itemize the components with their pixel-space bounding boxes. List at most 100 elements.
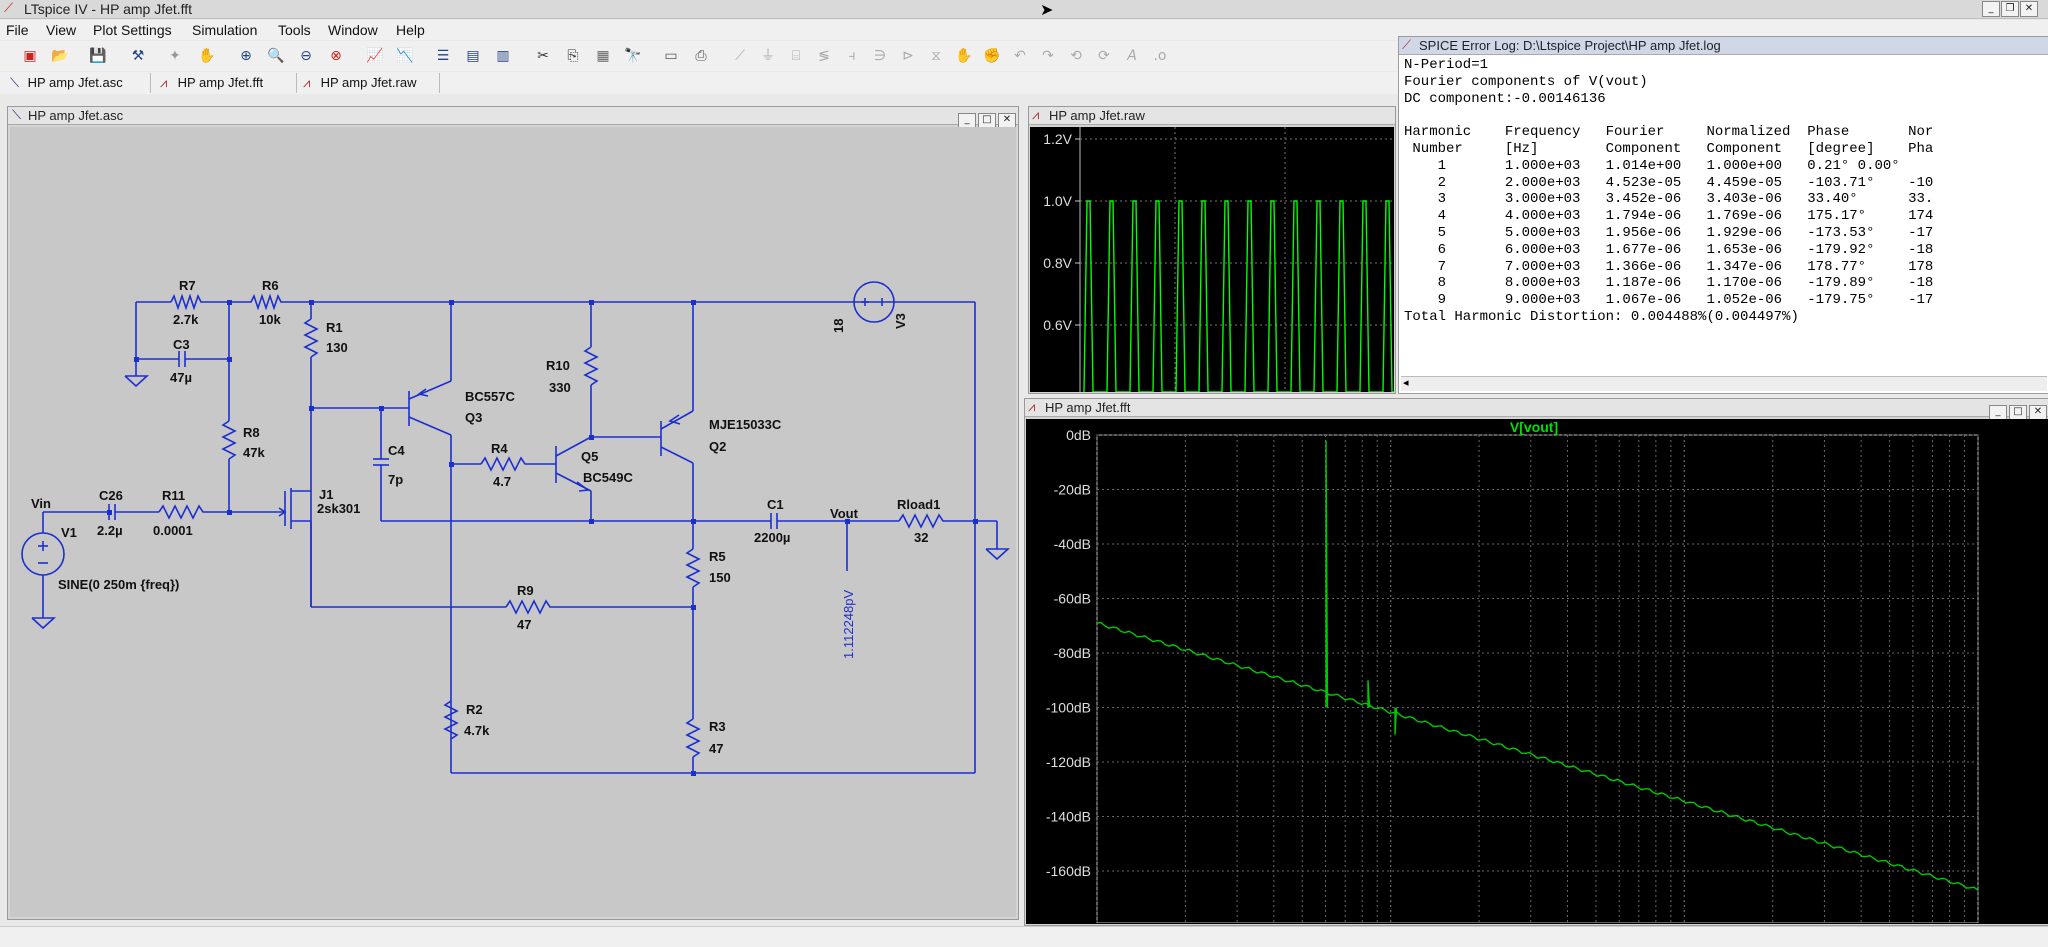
raw-y-tick-label: 0.8V bbox=[1043, 255, 1072, 271]
error-log-title: SPICE Error Log: D:\Ltspice Project\HP a… bbox=[1419, 38, 1721, 53]
find-icon[interactable]: 🔭 bbox=[624, 48, 642, 64]
copy-icon[interactable]: ⎘ bbox=[567, 48, 579, 64]
pick-visible-traces-icon[interactable]: 📉 bbox=[396, 48, 414, 64]
tile-vertical-icon[interactable]: ▤ bbox=[466, 48, 480, 64]
component-icon[interactable]: ⧖ bbox=[931, 48, 941, 64]
log-line: 7 7.000e+03 1.366e-06 1.347e-06 178.77° … bbox=[1437, 258, 1934, 275]
minimize-window-button[interactable]: _ bbox=[1982, 1, 2000, 17]
control-panel-icon[interactable]: ⚒ bbox=[131, 48, 145, 64]
restore-window-button[interactable]: ❐ bbox=[2001, 1, 2019, 17]
log-line: Harmonic Frequency Fourier Normalized Ph… bbox=[1404, 124, 1934, 141]
log-line: 4 4.000e+03 1.794e-06 1.769e-06 175.17° … bbox=[1437, 208, 1934, 225]
fft-y-tick-label: -140dB bbox=[1046, 809, 1091, 825]
fft-y-tick-label: -160dB bbox=[1046, 863, 1091, 879]
window-title: LTspice IV - HP amp Jfet.fft bbox=[24, 1, 193, 17]
run-icon[interactable]: ✦ bbox=[169, 48, 181, 64]
menu-window[interactable]: Window bbox=[328, 22, 378, 38]
c3-label: C3 bbox=[173, 337, 190, 352]
r2-value: 4.7k bbox=[464, 723, 490, 738]
r5-value: 150 bbox=[709, 570, 731, 585]
mouse-cursor-icon: ➤ bbox=[1040, 0, 1054, 19]
pan-icon[interactable]: 🔍 bbox=[267, 48, 285, 64]
scroll-left-icon[interactable]: ◂ bbox=[1403, 376, 1409, 389]
log-line: 5 5.000e+03 1.956e-06 1.929e-06 -173.53°… bbox=[1437, 224, 1934, 241]
tab-fft[interactable]: ⩘ HP amp Jfet.fft bbox=[160, 73, 297, 93]
schematic-canvas[interactable]: R7 2.7k R6 10k R1 130 C3 47µ R8 47k R10 … bbox=[10, 127, 1016, 917]
r7-value: 2.7k bbox=[173, 312, 199, 327]
maximize-button[interactable]: □ bbox=[978, 113, 996, 128]
horizontal-scrollbar[interactable]: ◂ bbox=[1401, 376, 2047, 391]
capacitor-icon[interactable]: ⫞ bbox=[848, 48, 856, 64]
open-folder-icon[interactable]: 📂 bbox=[51, 48, 69, 64]
zoom-in-icon[interactable]: ⊕ bbox=[240, 48, 252, 64]
undo-icon[interactable]: ↶ bbox=[1014, 48, 1026, 64]
zoom-fit-icon[interactable]: ⊗ bbox=[330, 48, 342, 64]
mirror-icon[interactable]: ⟳ bbox=[1098, 48, 1110, 64]
spice-directive-icon[interactable]: .o bbox=[1153, 48, 1167, 64]
r1-value: 130 bbox=[326, 340, 348, 355]
autorange-icon[interactable]: 📈 bbox=[366, 48, 384, 64]
fft-plot-canvas[interactable]: 0dB-20dB-40dB-60dB-80dB-100dB-120dB-140d… bbox=[1026, 419, 2048, 924]
menu-help[interactable]: Help bbox=[396, 22, 425, 38]
waveform-icon: ⩘ bbox=[1032, 108, 1040, 123]
close-window-button[interactable]: ✕ bbox=[2020, 1, 2038, 17]
close-button[interactable]: ✕ bbox=[2029, 405, 2047, 420]
drag-icon[interactable]: ✊ bbox=[983, 48, 1001, 64]
fft-trace-name[interactable]: V[vout] bbox=[1510, 419, 1558, 435]
v1-label: V1 bbox=[61, 525, 77, 540]
v3-value: 18 bbox=[831, 319, 846, 333]
halt-icon[interactable]: ✋ bbox=[198, 48, 216, 64]
cut-icon[interactable]: ✂ bbox=[537, 48, 549, 64]
menu-tools[interactable]: Tools bbox=[278, 22, 311, 38]
minimize-button[interactable]: _ bbox=[1989, 405, 2007, 420]
cascade-icon[interactable]: ▥ bbox=[496, 48, 510, 64]
fft-plot-window-title: HP amp Jfet.fft bbox=[1045, 400, 1131, 415]
r4-label: R4 bbox=[491, 441, 508, 456]
toolbar: ▣ 📂 💾 ⚒ ✦ ✋ ⊕ 🔍 ⊖ ⊗ 📈 📉 ☰ ▤ ▥ ✂ ⎘ ▦ 🔭 ▭ … bbox=[0, 41, 1400, 71]
resistor-icon[interactable]: ≶ bbox=[818, 48, 830, 64]
r6-label: R6 bbox=[262, 278, 279, 293]
menu-file[interactable]: File bbox=[6, 22, 29, 38]
minimize-button[interactable]: _ bbox=[958, 113, 976, 128]
schematic-drawing: R7 2.7k R6 10k R1 130 C3 47µ R8 47k R10 … bbox=[21, 278, 1011, 776]
schematic-window-caption: ⟍ HP amp Jfet.asc _□✕ bbox=[8, 107, 1018, 128]
print-icon[interactable]: ⎙ bbox=[695, 48, 707, 64]
paste-icon[interactable]: ▦ bbox=[596, 48, 610, 64]
close-button[interactable]: ✕ bbox=[998, 113, 1016, 128]
fft-y-tick-label: 0dB bbox=[1066, 427, 1091, 443]
rotate-icon[interactable]: ⟲ bbox=[1070, 48, 1082, 64]
fft-y-tick-label: -20dB bbox=[1054, 482, 1091, 498]
new-schematic-icon[interactable]: ▣ bbox=[23, 48, 37, 64]
tab-raw[interactable]: ⩘ HP amp Jfet.raw bbox=[303, 73, 440, 93]
schematic-window: ⟍ HP amp Jfet.asc _□✕ bbox=[7, 106, 1019, 920]
label-net-icon[interactable]: ⌸ bbox=[791, 48, 801, 64]
text-icon[interactable]: A bbox=[1127, 48, 1137, 64]
menu-view[interactable]: View bbox=[46, 22, 77, 38]
save-icon[interactable]: 💾 bbox=[89, 48, 107, 64]
status-bar bbox=[0, 926, 2048, 947]
menu-plot-settings[interactable]: Plot Settings bbox=[93, 22, 172, 38]
rload1-label: Rload1 bbox=[897, 497, 940, 512]
r8-value: 47k bbox=[243, 445, 265, 460]
ground-icon[interactable]: ⏚ bbox=[761, 48, 775, 64]
inductor-icon[interactable]: ∋ bbox=[873, 48, 887, 64]
maximize-button[interactable]: □ bbox=[2009, 405, 2027, 420]
raw-plot-window-title: HP amp Jfet.raw bbox=[1049, 108, 1145, 123]
redo-icon[interactable]: ↷ bbox=[1042, 48, 1054, 64]
menu-simulation[interactable]: Simulation bbox=[192, 22, 258, 38]
print-preview-icon[interactable]: ▭ bbox=[664, 48, 678, 64]
fft-y-tick-label: -100dB bbox=[1046, 700, 1091, 716]
tab-asc[interactable]: ⟍ HP amp Jfet.asc bbox=[10, 73, 151, 93]
zoom-out-icon[interactable]: ⊖ bbox=[300, 48, 312, 64]
wire-icon[interactable]: ⟋ bbox=[735, 48, 745, 64]
r9-value: 47 bbox=[517, 617, 531, 632]
move-icon[interactable]: ✋ bbox=[955, 48, 973, 64]
fft-y-tick-label: -80dB bbox=[1054, 645, 1091, 661]
log-line: 1 1.000e+03 1.014e+00 1.000e+00 0.21° 0.… bbox=[1437, 157, 1900, 174]
diode-icon[interactable]: ⊳ bbox=[902, 48, 914, 64]
tile-horizontal-icon[interactable]: ☰ bbox=[436, 48, 450, 64]
waveform-icon: ⩘ bbox=[303, 76, 311, 91]
r11-value: 0.0001 bbox=[153, 523, 193, 538]
r9-label: R9 bbox=[517, 583, 534, 598]
